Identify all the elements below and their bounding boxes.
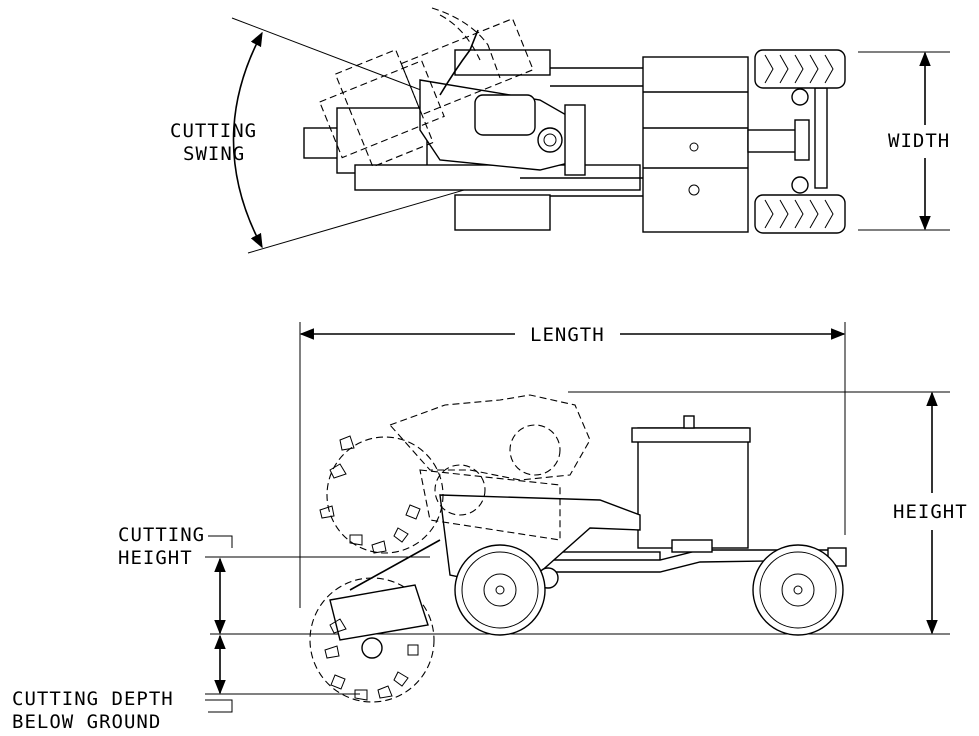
swung-cutter-top [318,17,534,168]
rear-tire-top-upper [754,49,846,89]
cutting-swing-label-line2: SWING [183,143,245,165]
cutting-height-label-line2: HEIGHT [118,547,193,569]
lowered-cutter-housing [329,584,429,641]
rear-wheel-side [752,544,844,636]
length-label: LENGTH [530,324,605,346]
lowered-cutter-teeth [324,618,419,701]
engine-box-side [637,427,749,549]
top-view [231,7,950,254]
cutting-depth-label-line1: CUTTING DEPTH [12,688,174,710]
front-wheel-side [454,544,546,636]
cutting-depth-label-line2: BELOW GROUND [12,711,161,733]
cutting-swing-arc [232,31,263,249]
height-label: HEIGHT [893,501,968,523]
cutting-height-label-line1: CUTTING [118,524,205,546]
cutting-swing-label-line1: CUTTING [170,120,257,142]
width-label: WIDTH [888,130,950,152]
raised-engine-outline [389,394,591,481]
raised-cutter-teeth [319,435,421,554]
engine-block-top [642,56,749,233]
rear-tire-top-lower [754,194,846,234]
side-view [205,322,950,713]
chassis-plate-lower [454,194,551,231]
chassis-plate-upper [454,49,551,76]
pivot-hub-top [537,127,563,153]
raised-cutter-wheel [326,436,444,554]
hydraulic-hose [439,29,479,96]
cutter-housing-top [336,107,428,174]
